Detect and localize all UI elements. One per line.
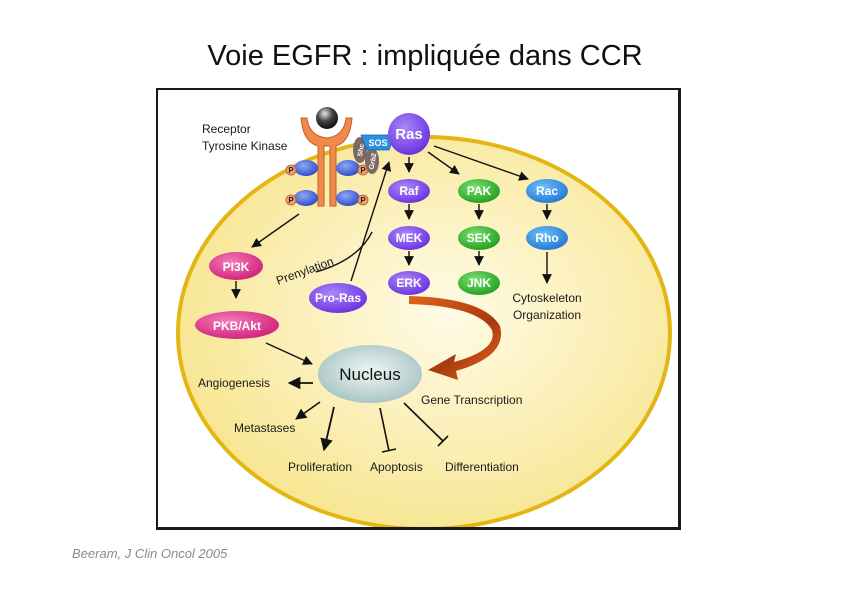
svg-text:Raf: Raf — [399, 184, 419, 198]
differentiation-label: Differentiation — [445, 460, 519, 474]
svg-text:Grb2: Grb2 — [369, 153, 379, 170]
svg-text:Nucleus: Nucleus — [339, 365, 400, 384]
pkb-to-nucleus-arrow — [265, 342, 313, 365]
slide-title: Voie EGFR : impliquée dans CCR — [207, 40, 643, 72]
citation: Beeram, J Clin Oncol 2005 — [72, 546, 228, 561]
receptor-to-pi3k-arrow — [251, 213, 300, 248]
node-rac: Rac — [526, 179, 568, 203]
gene-transcription-label: Gene Transcription — [421, 393, 522, 407]
mapk-to-nucleus-big-arrow — [409, 296, 502, 380]
node-erk: ERK — [388, 271, 430, 295]
nucleus-to-proliferation-arrow — [320, 406, 335, 452]
node-mek: MEK — [388, 226, 430, 250]
prenylation-curve — [315, 231, 373, 273]
svg-text:PKB/Akt: PKB/Akt — [213, 319, 261, 333]
pathway-figure: P P P P Receptor Tyrosine Kinase Shc Grb… — [156, 88, 681, 530]
svg-text:SOS: SOS — [368, 138, 387, 148]
sos-adaptor: SOS — [360, 134, 396, 151]
node-nucleus: Nucleus — [318, 345, 422, 403]
node-pak: PAK — [458, 179, 500, 203]
svg-text:MEK: MEK — [396, 231, 423, 245]
svg-text:SEK: SEK — [467, 231, 492, 245]
pathway-diagram: P P P P Receptor Tyrosine Kinase Shc Grb… — [176, 107, 672, 527]
svg-text:Rho: Rho — [535, 231, 558, 245]
svg-text:PI3K: PI3K — [223, 260, 250, 274]
ras-arrows — [404, 145, 529, 181]
svg-text:JNK: JNK — [467, 276, 491, 290]
cytoskeleton-label-line2: Organization — [513, 308, 581, 322]
phospho-label: P — [288, 166, 294, 175]
receptor-label-line2: Tyrosine Kinase — [202, 139, 288, 153]
node-sek: SEK — [458, 226, 500, 250]
svg-text:Shc: Shc — [357, 143, 366, 157]
svg-text:Rac: Rac — [536, 184, 558, 198]
svg-text:ERK: ERK — [396, 276, 422, 290]
pro-ras-to-ras-arrow — [350, 161, 391, 282]
node-rho: Rho — [526, 226, 568, 250]
nucleus-to-metastases-arrow — [295, 401, 321, 420]
node-pkb-akt: PKB/Akt — [195, 311, 279, 339]
phospho-label: P — [360, 196, 366, 205]
phospho-label: P — [360, 166, 366, 175]
receptor-label-line1: Receptor — [202, 122, 251, 136]
nucleus-inhibits-apoptosis — [379, 407, 397, 453]
metastases-label: Metastases — [234, 421, 295, 435]
svg-text:Ras: Ras — [395, 126, 423, 143]
grb2-adaptor: Grb2 — [365, 148, 379, 174]
phospho-label: P — [288, 196, 294, 205]
receptor-tyrosine-kinase: P P P P — [285, 107, 369, 207]
cytoskeleton-label-line1: Cytoskeleton — [512, 291, 581, 305]
shc-adaptor: Shc — [353, 137, 367, 163]
angiogenesis-label: Angiogenesis — [198, 376, 270, 390]
proliferation-label: Proliferation — [288, 460, 352, 474]
node-jnk: JNK — [458, 271, 500, 295]
phospho-sites: P P P P — [285, 160, 369, 206]
node-pi3k: PI3K — [209, 252, 263, 280]
node-pro-ras: Pro-Ras — [309, 283, 367, 313]
ligand-ball — [316, 107, 338, 129]
node-ras: Ras — [388, 113, 430, 155]
nucleus-inhibits-differentiation — [403, 402, 449, 447]
node-raf: Raf — [388, 179, 430, 203]
apoptosis-label: Apoptosis — [370, 460, 423, 474]
svg-text:PAK: PAK — [467, 184, 492, 198]
svg-text:Pro-Ras: Pro-Ras — [315, 291, 361, 305]
